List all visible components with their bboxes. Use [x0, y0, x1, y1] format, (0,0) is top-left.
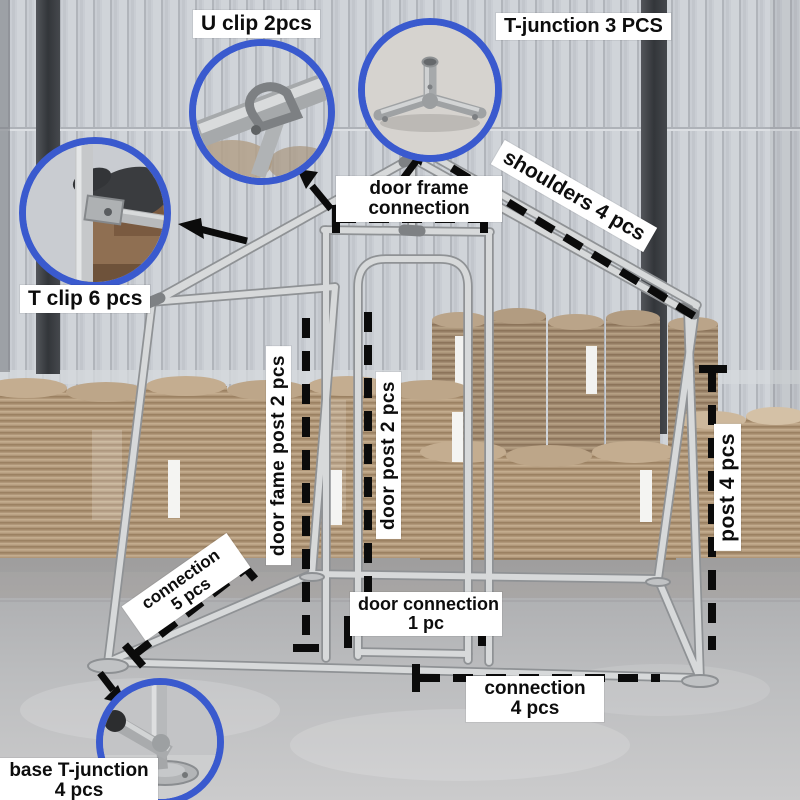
arrow-to-t-clip	[178, 218, 248, 245]
door-connection-label: door connection 1 pc	[350, 592, 502, 636]
connection-4-label: connection 4 pcs	[466, 676, 604, 722]
t-junction-detail-callout	[358, 18, 502, 162]
door-post-label: door post 2 pcs	[376, 372, 401, 539]
foot-plate	[87, 658, 129, 674]
foot-plate	[299, 572, 325, 582]
u-clip-detail-photo	[196, 46, 328, 178]
foot-plate	[645, 577, 671, 587]
foot-plate	[681, 674, 719, 688]
post-label: post 4 pcs	[714, 424, 741, 551]
u-clip-label: U clip 2pcs	[193, 10, 320, 39]
door-fame-post-label: door fame post 2 pcs	[266, 346, 291, 566]
t-clip-detail-callout	[19, 137, 171, 289]
base-t-junction-label: base T-junction 4 pcs	[0, 758, 158, 800]
t-clip-label: T clip 6 pcs	[20, 285, 151, 314]
door-frame-connection-label: door frame connection	[336, 176, 502, 222]
t-junction-detail-photo	[365, 25, 495, 155]
t-junction-label: T-junction 3 PCS	[496, 13, 671, 40]
t-clip-detail-photo	[26, 144, 164, 282]
u-clip-detail-callout	[189, 39, 335, 185]
